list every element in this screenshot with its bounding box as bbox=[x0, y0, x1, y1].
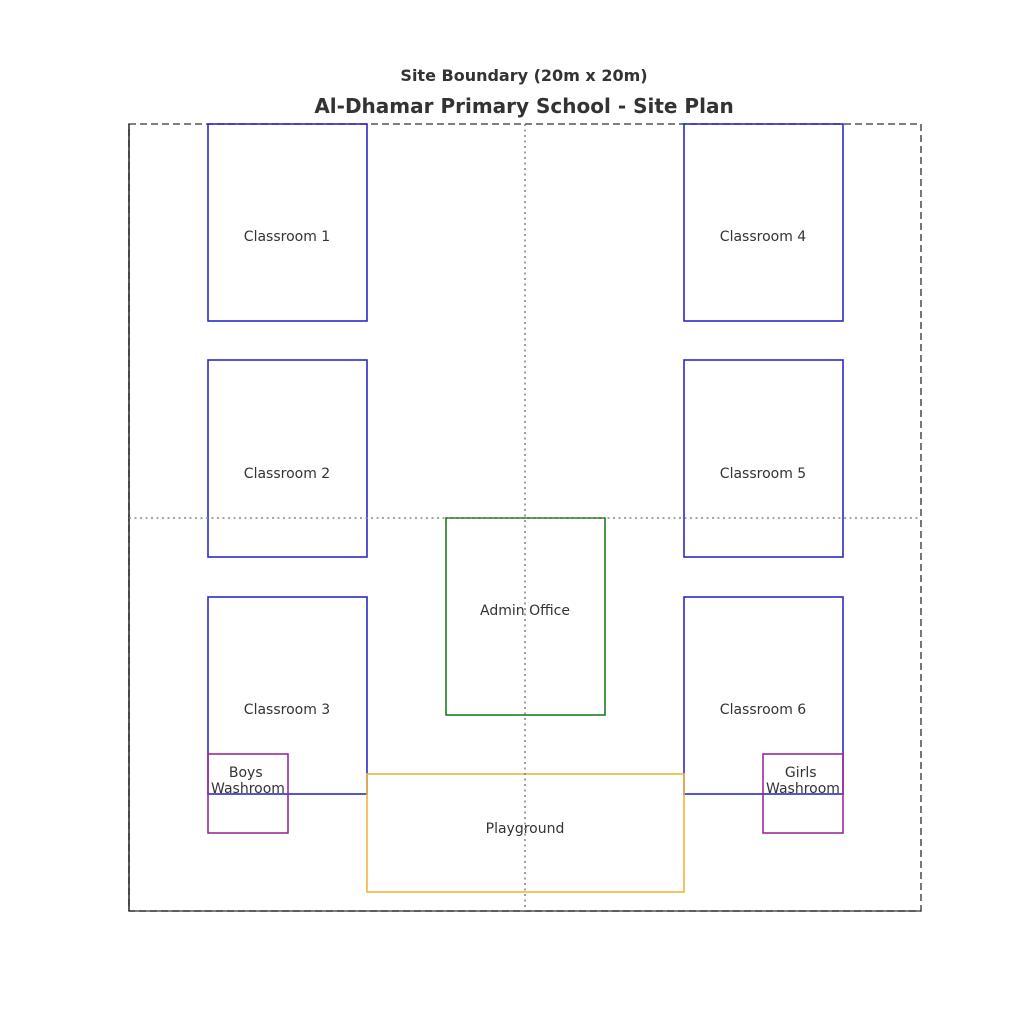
classroom-4-label: Classroom 4 bbox=[720, 229, 806, 245]
classroom-1-outline bbox=[207, 123, 368, 322]
classroom-2-outline bbox=[207, 359, 368, 558]
admin-office-label: Admin Office bbox=[480, 603, 570, 619]
girls-washroom-label: Girls Washroom bbox=[766, 765, 840, 797]
playground: Playground bbox=[366, 773, 685, 893]
classroom-6-label: Classroom 6 bbox=[720, 702, 806, 718]
girls-washroom-label-line1: Girls bbox=[785, 765, 817, 781]
boys-washroom-label-line1: Boys bbox=[229, 765, 263, 781]
classroom-5: Classroom 5 bbox=[683, 359, 844, 558]
classroom-5-label: Classroom 5 bbox=[720, 466, 806, 482]
boys-washroom: Boys Washroom bbox=[207, 753, 289, 834]
boys-washroom-label-line2: Washroom bbox=[211, 781, 285, 797]
classroom-1: Classroom 1 bbox=[207, 123, 368, 322]
girls-washroom-label-line2: Washroom bbox=[766, 781, 840, 797]
classroom-4-outline bbox=[683, 123, 844, 322]
boys-washroom-outline bbox=[207, 753, 289, 834]
girls-washroom: Girls Washroom bbox=[762, 753, 844, 834]
boys-washroom-label: Boys Washroom bbox=[211, 765, 285, 797]
classroom-2-label: Classroom 2 bbox=[244, 466, 330, 482]
site-boundary-label: Site Boundary (20m x 20m) bbox=[400, 66, 648, 85]
classroom-2: Classroom 2 bbox=[207, 359, 368, 558]
classroom-3-label: Classroom 3 bbox=[244, 702, 330, 718]
girls-washroom-outline bbox=[762, 753, 844, 834]
classroom-4: Classroom 4 bbox=[683, 123, 844, 322]
plan-title: Al-Dhamar Primary School - Site Plan bbox=[314, 94, 734, 118]
classroom-1-label: Classroom 1 bbox=[244, 229, 330, 245]
classroom-5-outline bbox=[683, 359, 844, 558]
